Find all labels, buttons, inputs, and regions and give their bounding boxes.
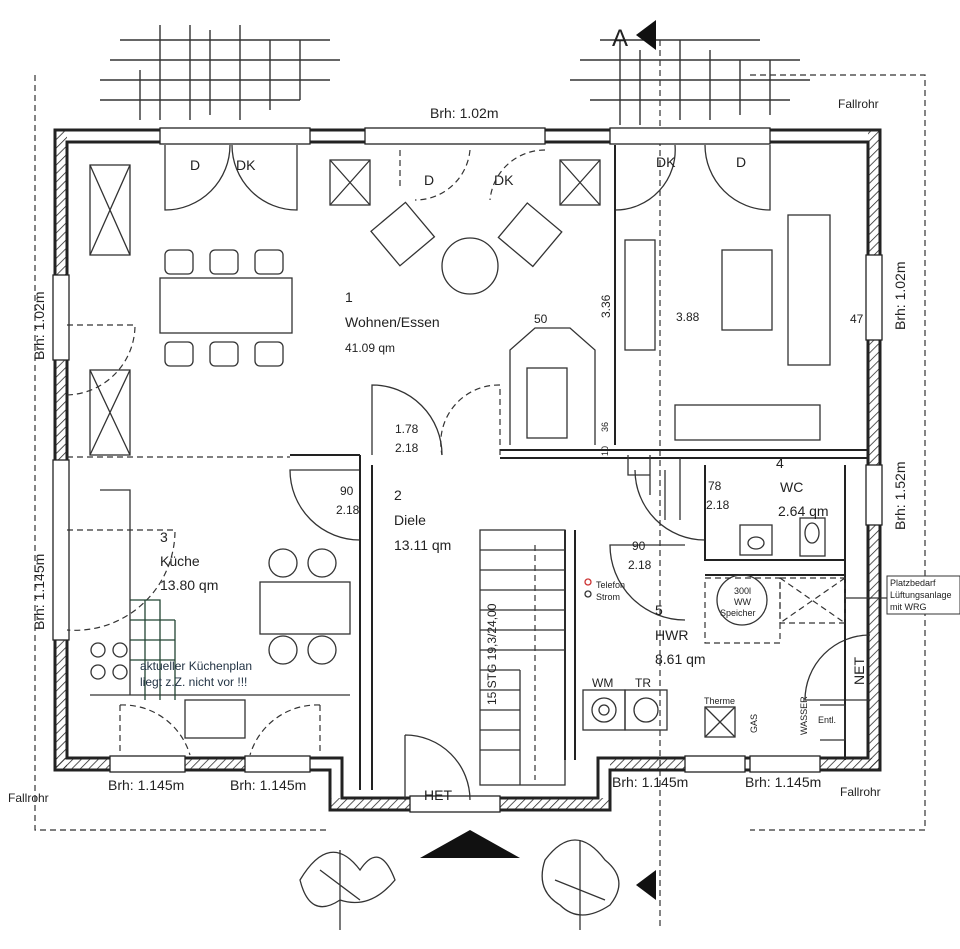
brh-right-wc: Brh: 1.52m bbox=[892, 462, 908, 530]
door-d1: D bbox=[190, 157, 200, 173]
therme-label: Therme bbox=[704, 696, 735, 706]
room-3-name: Küche bbox=[160, 553, 200, 569]
dim-door-wc-w: 78 bbox=[708, 479, 722, 493]
brh-left-lower: Brh: 1.145m bbox=[31, 554, 47, 630]
downpipe-bottom-right: Fallrohr bbox=[840, 785, 881, 799]
wall-hatch bbox=[610, 758, 685, 770]
door-dk2: DK bbox=[494, 172, 514, 188]
section-arrow-bottom bbox=[636, 870, 656, 900]
staircase bbox=[479, 455, 681, 786]
wc-fixtures bbox=[739, 517, 826, 557]
wall-hatch bbox=[185, 758, 245, 770]
exterior-wall-outer bbox=[53, 128, 882, 812]
tank-line1: 300l bbox=[734, 586, 751, 596]
room-4-area: 2.64 qm bbox=[778, 503, 829, 519]
windows-top bbox=[52, 127, 883, 813]
dining-table bbox=[159, 249, 293, 367]
stairs-label: 15 STG 19,3/24,00 bbox=[485, 603, 499, 705]
door-dk3: DK bbox=[656, 154, 676, 170]
brh-bottom-1: Brh: 1.145m bbox=[108, 777, 184, 793]
dim-door-living-w: 1.78 bbox=[395, 422, 419, 436]
dim-door-hwr-w: 90 bbox=[632, 539, 646, 553]
entrance-arrow bbox=[420, 830, 520, 858]
room-5-area: 8.61 qm bbox=[655, 651, 706, 667]
door-swings bbox=[66, 144, 871, 801]
dim-wall-36: 36 bbox=[600, 422, 610, 432]
section-marker-label: A bbox=[612, 25, 628, 52]
downpipe-top-right: Fallrohr bbox=[838, 97, 879, 111]
door-net: NET bbox=[851, 657, 867, 685]
door-het: HET bbox=[424, 787, 452, 803]
terrace-outline-left bbox=[34, 75, 330, 831]
dim-living-width: 3.88 bbox=[676, 310, 700, 324]
dim-door-kitchen-w: 90 bbox=[340, 484, 354, 498]
room-1-area: 41.09 qm bbox=[345, 341, 395, 355]
room-2-area: 13.11 qm bbox=[394, 537, 451, 553]
door-d2: D bbox=[424, 172, 434, 188]
window-cabinets bbox=[89, 159, 601, 456]
wall-hatch bbox=[55, 130, 67, 770]
tree-right bbox=[541, 839, 620, 930]
room-4-number: 4 bbox=[776, 455, 784, 471]
dim-window-47: 47 bbox=[850, 312, 864, 326]
tr-label: TR bbox=[635, 676, 651, 690]
dim-door-wc-h: 2.18 bbox=[706, 498, 730, 512]
room-3-area: 13.80 qm bbox=[160, 577, 218, 593]
room-3-number: 3 bbox=[160, 529, 168, 545]
kitchen-furniture bbox=[90, 489, 351, 739]
tree-left bbox=[299, 850, 396, 930]
dim-chimney: 50 bbox=[534, 312, 548, 326]
room-4-name: WC bbox=[780, 479, 803, 495]
room-5-name: HWR bbox=[655, 627, 688, 643]
section-arrow-top bbox=[636, 20, 656, 50]
vent-line3: mit WRG bbox=[890, 602, 927, 612]
brh-left-upper: Brh: 1.02m bbox=[31, 292, 47, 360]
door-d3: D bbox=[736, 154, 746, 170]
terrace-paving-left bbox=[100, 25, 340, 120]
brh-bottom-3: Brh: 1.145m bbox=[612, 774, 688, 790]
wm-label: WM bbox=[592, 676, 613, 690]
gas-label: GAS bbox=[749, 714, 759, 733]
downpipe-bottom-left: Fallrohr bbox=[8, 791, 49, 805]
terrace-outline-right bbox=[750, 74, 926, 831]
tank-line2: WW bbox=[734, 597, 751, 607]
kitchen-note-line2: liegt z.Z. nicht vor !!! bbox=[140, 675, 247, 689]
dim-wall-10: 10 bbox=[600, 446, 610, 456]
tank-line3: Speicher bbox=[720, 608, 756, 618]
wall-hatch bbox=[55, 758, 110, 770]
brh-bottom-4: Brh: 1.145m bbox=[745, 774, 821, 790]
living-furniture bbox=[370, 201, 831, 445]
terrace-paving-right bbox=[570, 39, 810, 125]
kitchen-note-line1: aktueller Küchenplan bbox=[140, 659, 252, 673]
room-1-number: 1 bbox=[345, 289, 353, 305]
room-2-number: 2 bbox=[394, 487, 402, 503]
dim-door-living-h: 2.18 bbox=[395, 441, 419, 455]
telefon-label: Telefon bbox=[596, 580, 625, 590]
wall-hatch bbox=[820, 758, 880, 770]
entl-label: Entl. bbox=[818, 715, 836, 725]
vent-line2: Lüftungsanlage bbox=[890, 590, 952, 600]
vent-line1: Platzbedarf bbox=[890, 578, 936, 588]
room-5-number: 5 bbox=[655, 602, 663, 618]
room-2-name: Diele bbox=[394, 512, 426, 528]
vent-note-box bbox=[886, 575, 960, 615]
room-1-name: Wohnen/Essen bbox=[345, 314, 440, 330]
utility-fixtures bbox=[582, 574, 846, 741]
dim-living-depth: 3.36 bbox=[599, 294, 613, 318]
strom-label: Strom bbox=[596, 592, 620, 602]
dim-door-hwr-h: 2.18 bbox=[628, 558, 652, 572]
wasser-label: WASSER bbox=[799, 696, 809, 735]
door-dk1: DK bbox=[236, 157, 256, 173]
brh-bottom-2: Brh: 1.145m bbox=[230, 777, 306, 793]
brh-top: Brh: 1.02m bbox=[430, 105, 498, 121]
wall-hatch bbox=[868, 130, 880, 770]
dim-door-kitchen-h: 2.18 bbox=[336, 503, 360, 517]
brh-right-upper: Brh: 1.02m bbox=[892, 262, 908, 330]
